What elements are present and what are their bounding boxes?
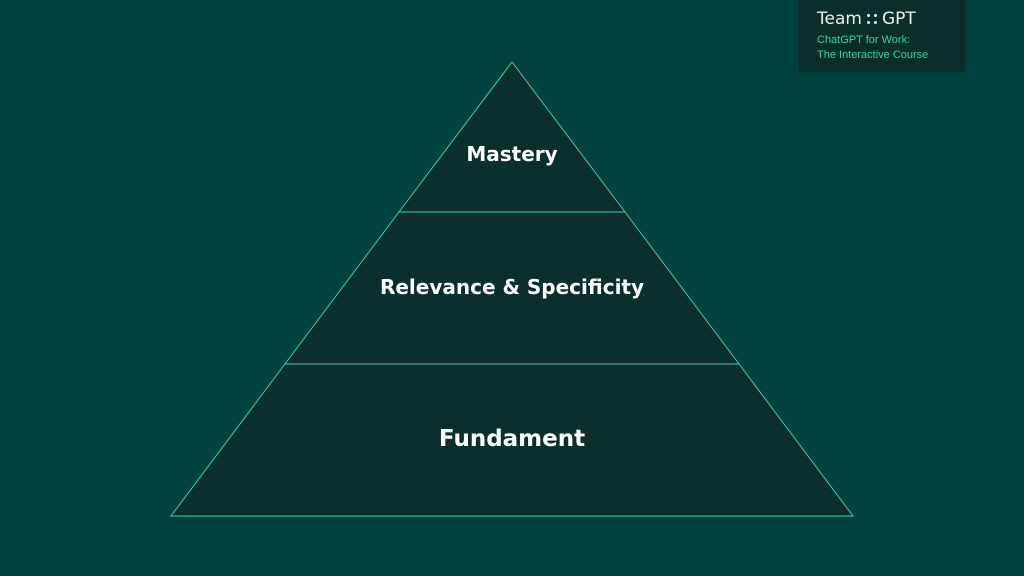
brand-subtitle-line-1: ChatGPT for Work: xyxy=(817,34,911,46)
pyramid-level-mastery xyxy=(397,61,627,213)
brand-subtitle: ChatGPT for Work: The Interactive Course xyxy=(817,33,965,63)
brand-box: Team GPT ChatGPT for Work: The Interacti… xyxy=(798,0,965,72)
pyramid-label-mastery: Mastery xyxy=(466,142,557,166)
pyramid-label-relevance-specificity: Relevance & Specificity xyxy=(380,275,644,299)
brand-logo: Team GPT xyxy=(817,9,965,29)
brand-name-right: GPT xyxy=(881,9,916,29)
brand-name-left: Team xyxy=(817,9,862,29)
pyramid-level-fundament xyxy=(170,363,854,517)
brand-subtitle-line-2: The Interactive Course xyxy=(817,49,929,61)
four-dot-icon xyxy=(866,13,878,25)
pyramid-label-fundament: Fundament xyxy=(439,426,585,452)
